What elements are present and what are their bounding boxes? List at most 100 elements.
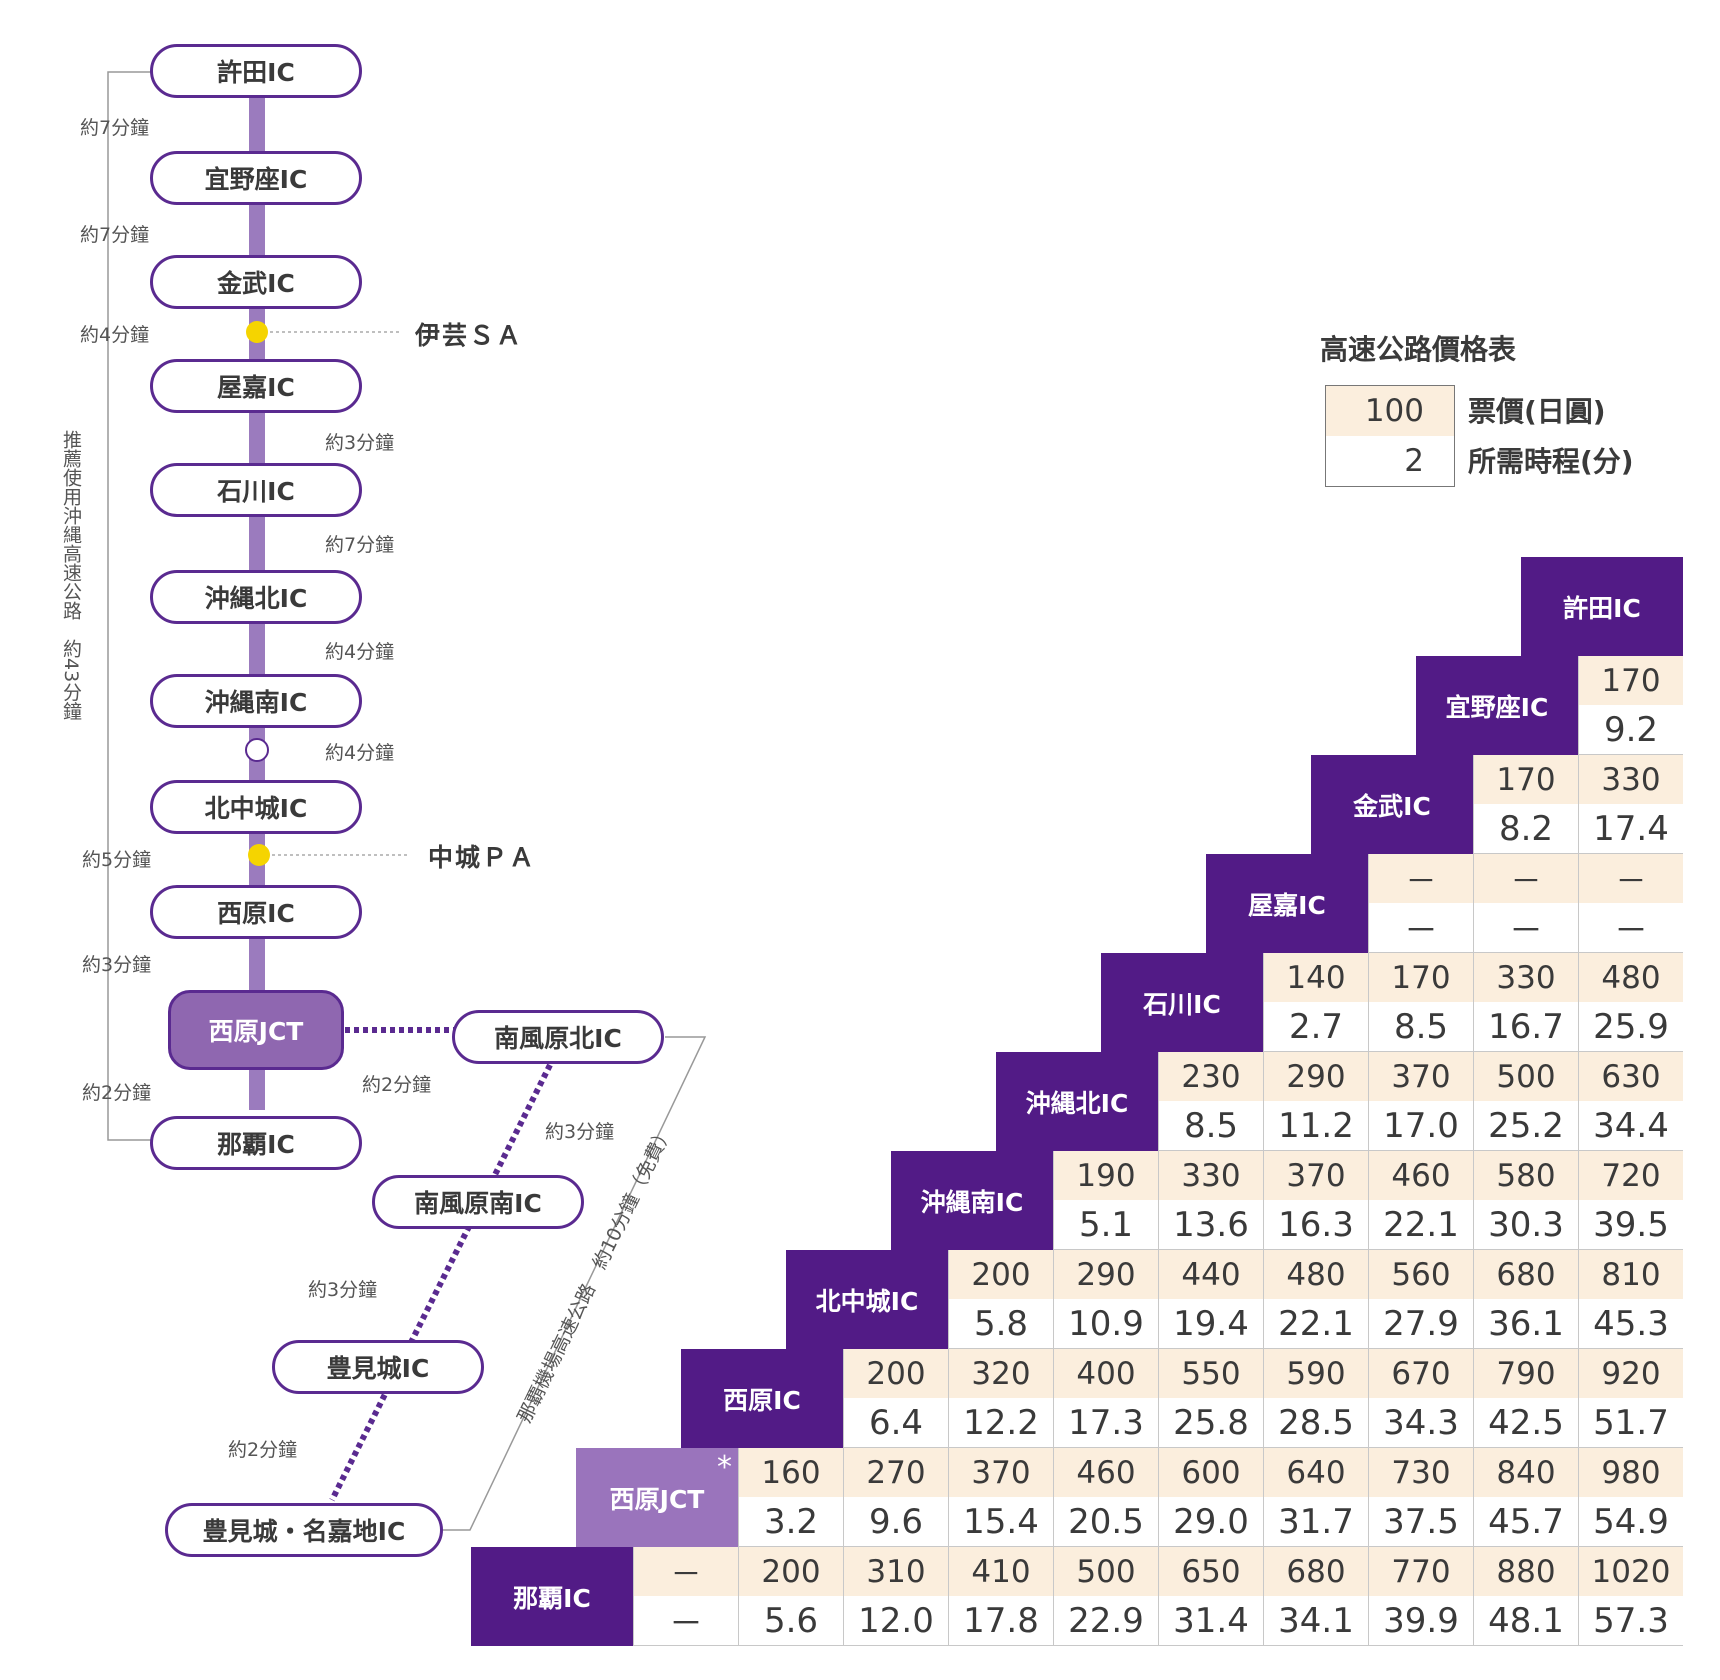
time-value: 12.2 — [949, 1398, 1053, 1447]
time-value: 13.6 — [1159, 1200, 1263, 1249]
time-value: 12.0 — [844, 1596, 948, 1645]
okinawa-minami-junction-dot — [245, 738, 269, 762]
time-value: 17.3 — [1054, 1398, 1158, 1447]
ic-pill-haebaru-minami: 南風原南IC — [372, 1175, 584, 1229]
fare-value: 330 — [1579, 755, 1683, 804]
time-label: 約7分鐘 — [325, 534, 395, 556]
fare-value: 730 — [1369, 1448, 1473, 1497]
time-label: 約4分鐘 — [325, 641, 395, 663]
fare-value: 640 — [1264, 1448, 1368, 1497]
fare-value: 500 — [1474, 1052, 1578, 1101]
fare-value: 370 — [949, 1448, 1053, 1497]
time-value: 17.0 — [1369, 1101, 1473, 1150]
fare-value: 270 — [844, 1448, 948, 1497]
fare-value: － — [1579, 854, 1683, 903]
legend-sample-fare: 100 — [1326, 386, 1454, 436]
time-label: 約3分鐘 — [308, 1279, 378, 1301]
time-value: 3.2 — [739, 1497, 843, 1546]
time-value: 36.1 — [1474, 1299, 1578, 1348]
time-value: 30.3 — [1474, 1200, 1578, 1249]
fare-value: 680 — [1474, 1250, 1578, 1299]
main-route-bracket — [107, 71, 165, 1141]
time-value: 22.1 — [1264, 1299, 1368, 1348]
fare-value: 980 — [1579, 1448, 1683, 1497]
time-value: － — [634, 1596, 738, 1645]
fare-value: 370 — [1264, 1151, 1368, 1200]
time-value: 17.8 — [949, 1596, 1053, 1645]
ic-pill-nishihara-jct: 西原JCT — [168, 990, 344, 1070]
pa-label-nakagusuku: 中城ＰＡ — [428, 843, 537, 872]
ic-pill-tomigusuku-nakachi: 豊見城・名嘉地IC — [165, 1503, 443, 1557]
ic-pill-okinawa-minami: 沖縄南IC — [150, 674, 362, 728]
table-row-header-label: 屋嘉IC — [1248, 890, 1326, 920]
ic-pill-yaka: 屋嘉IC — [150, 359, 362, 413]
table-row-header: 那覇IC — [471, 1547, 633, 1646]
time-value: 25.2 — [1474, 1101, 1578, 1150]
ic-pill-kin: 金武IC — [150, 255, 362, 309]
ic-pill-ginoza: 宜野座IC — [150, 151, 362, 205]
time-label: 約4分鐘 — [325, 742, 395, 764]
fare-value: 410 — [949, 1547, 1053, 1596]
time-value: 20.5 — [1054, 1497, 1158, 1546]
time-value: 39.9 — [1369, 1596, 1473, 1645]
time-value: 57.3 — [1579, 1596, 1683, 1645]
branch-route-line — [329, 1063, 553, 1502]
time-value: 5.1 — [1054, 1200, 1158, 1249]
time-value: 45.7 — [1474, 1497, 1578, 1546]
time-value: 34.3 — [1369, 1398, 1473, 1447]
ic-pill-kitanakagusuku: 北中城IC — [150, 780, 362, 834]
table-row-header: 屋嘉IC — [1206, 854, 1368, 953]
fare-value: 500 — [1054, 1547, 1158, 1596]
ic-pill-haebaru-kita: 南風原北IC — [452, 1010, 664, 1064]
table-row-header-label: 石川IC — [1143, 989, 1221, 1019]
fare-value: － — [1474, 854, 1578, 903]
table-row-header: 金武IC — [1311, 755, 1473, 854]
time-label: 約5分鐘 — [82, 849, 152, 871]
time-value: 39.5 — [1579, 1200, 1683, 1249]
time-label: 約7分鐘 — [80, 224, 150, 246]
fare-value: － — [1369, 854, 1473, 903]
fare-cell: －－ — [1368, 854, 1473, 953]
fare-value: 460 — [1369, 1151, 1473, 1200]
fare-value: 200 — [739, 1547, 843, 1596]
ic-pill-nishihara: 西原IC — [150, 885, 362, 939]
ic-pill-ishikawa: 石川IC — [150, 463, 362, 517]
fare-value: 290 — [1264, 1052, 1368, 1101]
time-value: 9.6 — [844, 1497, 948, 1546]
time-value: 45.3 — [1579, 1299, 1683, 1348]
table-row-header-label: 許田IC — [1563, 593, 1641, 623]
fare-value: 320 — [949, 1349, 1053, 1398]
fare-value: 160 — [739, 1448, 843, 1497]
legend-title: 高速公路價格表 — [1320, 333, 1517, 366]
fare-value: 680 — [1264, 1547, 1368, 1596]
fare-value: 140 — [1264, 953, 1368, 1002]
ic-pill-tomigusuku: 豊見城IC — [272, 1340, 484, 1394]
